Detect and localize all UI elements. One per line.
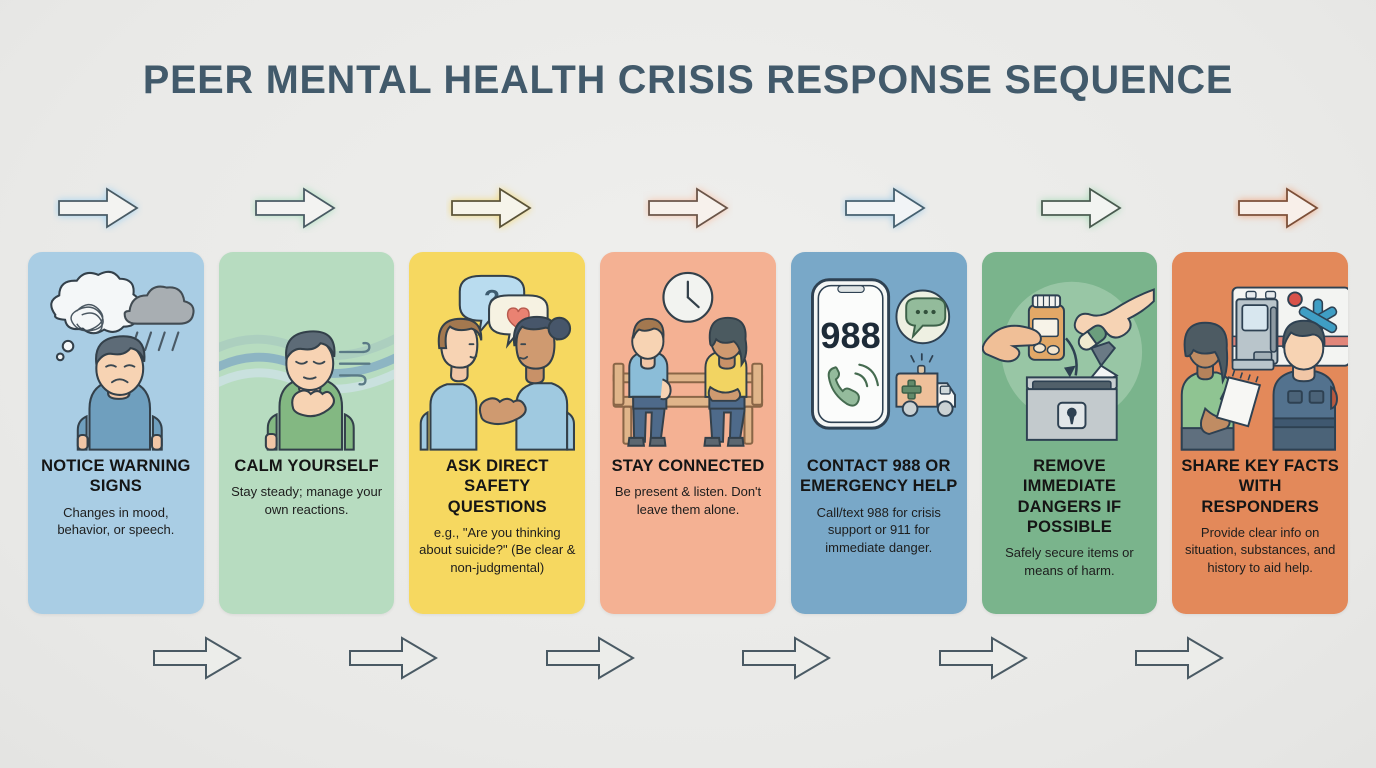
top-arrow-row (0, 178, 1376, 238)
step-body: Call/text 988 for crisis support or 911 … (816, 504, 941, 555)
calm-breathing-person-illustration (218, 252, 395, 452)
two-people-on-bench-illustration (600, 252, 776, 452)
step-body: e.g., "Are you thinking about suicide?" … (419, 524, 576, 575)
step-card-3[interactable]: ? (409, 252, 586, 614)
step-heading: Share Key Facts with Responders (1181, 457, 1339, 516)
step-heading: Notice Warning Signs (41, 457, 191, 496)
step-heading: Stay Connected (611, 457, 765, 475)
step-card-4[interactable]: Stay Connected Be present & listen. Don'… (600, 252, 776, 614)
flow-arrow-bottom-2 (295, 628, 492, 688)
phone-988-emergency-illustration: 988 (791, 252, 967, 452)
flow-arrow-bottom-spacer-2 (1278, 628, 1376, 688)
flow-arrow-top-6 (983, 178, 1180, 238)
flow-arrow-top-1 (0, 178, 197, 238)
flow-arrow-bottom-1 (98, 628, 295, 688)
flow-arrow-bottom-4 (688, 628, 885, 688)
two-people-conversation-illustration: ? (409, 252, 585, 452)
bottom-arrow-row (0, 628, 1376, 688)
step-card-6[interactable]: Remove Immediate Dangers if Possible Saf… (981, 252, 1158, 614)
step-body: Be present & listen. Don't leave them al… (614, 484, 762, 517)
step-card-2[interactable]: Calm Yourself Stay steady; manage your o… (218, 252, 395, 614)
step-body: Provide clear info on situation, substan… (1185, 524, 1336, 575)
flow-arrow-top-7 (1179, 178, 1376, 238)
page-title: Peer Mental Health Crisis Response Seque… (142, 58, 1234, 102)
step-card-5[interactable]: 988 (790, 252, 967, 614)
step-heading: Remove Immediate Dangers if Possible (1017, 457, 1122, 536)
flow-arrow-bottom-5 (885, 628, 1082, 688)
step-body: Stay steady; manage your own reactions. (231, 484, 383, 517)
step-body: Changes in mood, behavior, or speech. (57, 504, 175, 538)
flow-arrow-bottom-6 (1081, 628, 1278, 688)
step-card-1[interactable]: Notice Warning Signs Changes in mood, be… (28, 252, 204, 614)
step-body: Safely secure items or means of harm. (1005, 545, 1134, 578)
flow-arrow-top-3 (393, 178, 590, 238)
flow-arrow-top-2 (197, 178, 394, 238)
phone-screen-number: 988 (820, 315, 880, 356)
flow-arrow-top-4 (590, 178, 787, 238)
step-heading: Contact 988 or Emergency Help (800, 457, 958, 496)
step-card-7[interactable]: Share Key Facts with Responders Provide … (1172, 252, 1349, 614)
sad-person-thought-cloud-illustration (28, 252, 204, 452)
secure-lockbox-illustration (981, 252, 1158, 452)
step-heading: Ask Direct Safety Questions (445, 457, 549, 516)
flow-arrow-bottom-3 (491, 628, 688, 688)
step-heading: Calm Yourself (234, 457, 379, 475)
briefing-responder-illustration (1172, 252, 1349, 452)
steps-container: Notice Warning Signs Changes in mood, be… (28, 252, 1349, 614)
flow-arrow-top-5 (786, 178, 983, 238)
flow-arrow-bottom-spacer (0, 628, 98, 688)
